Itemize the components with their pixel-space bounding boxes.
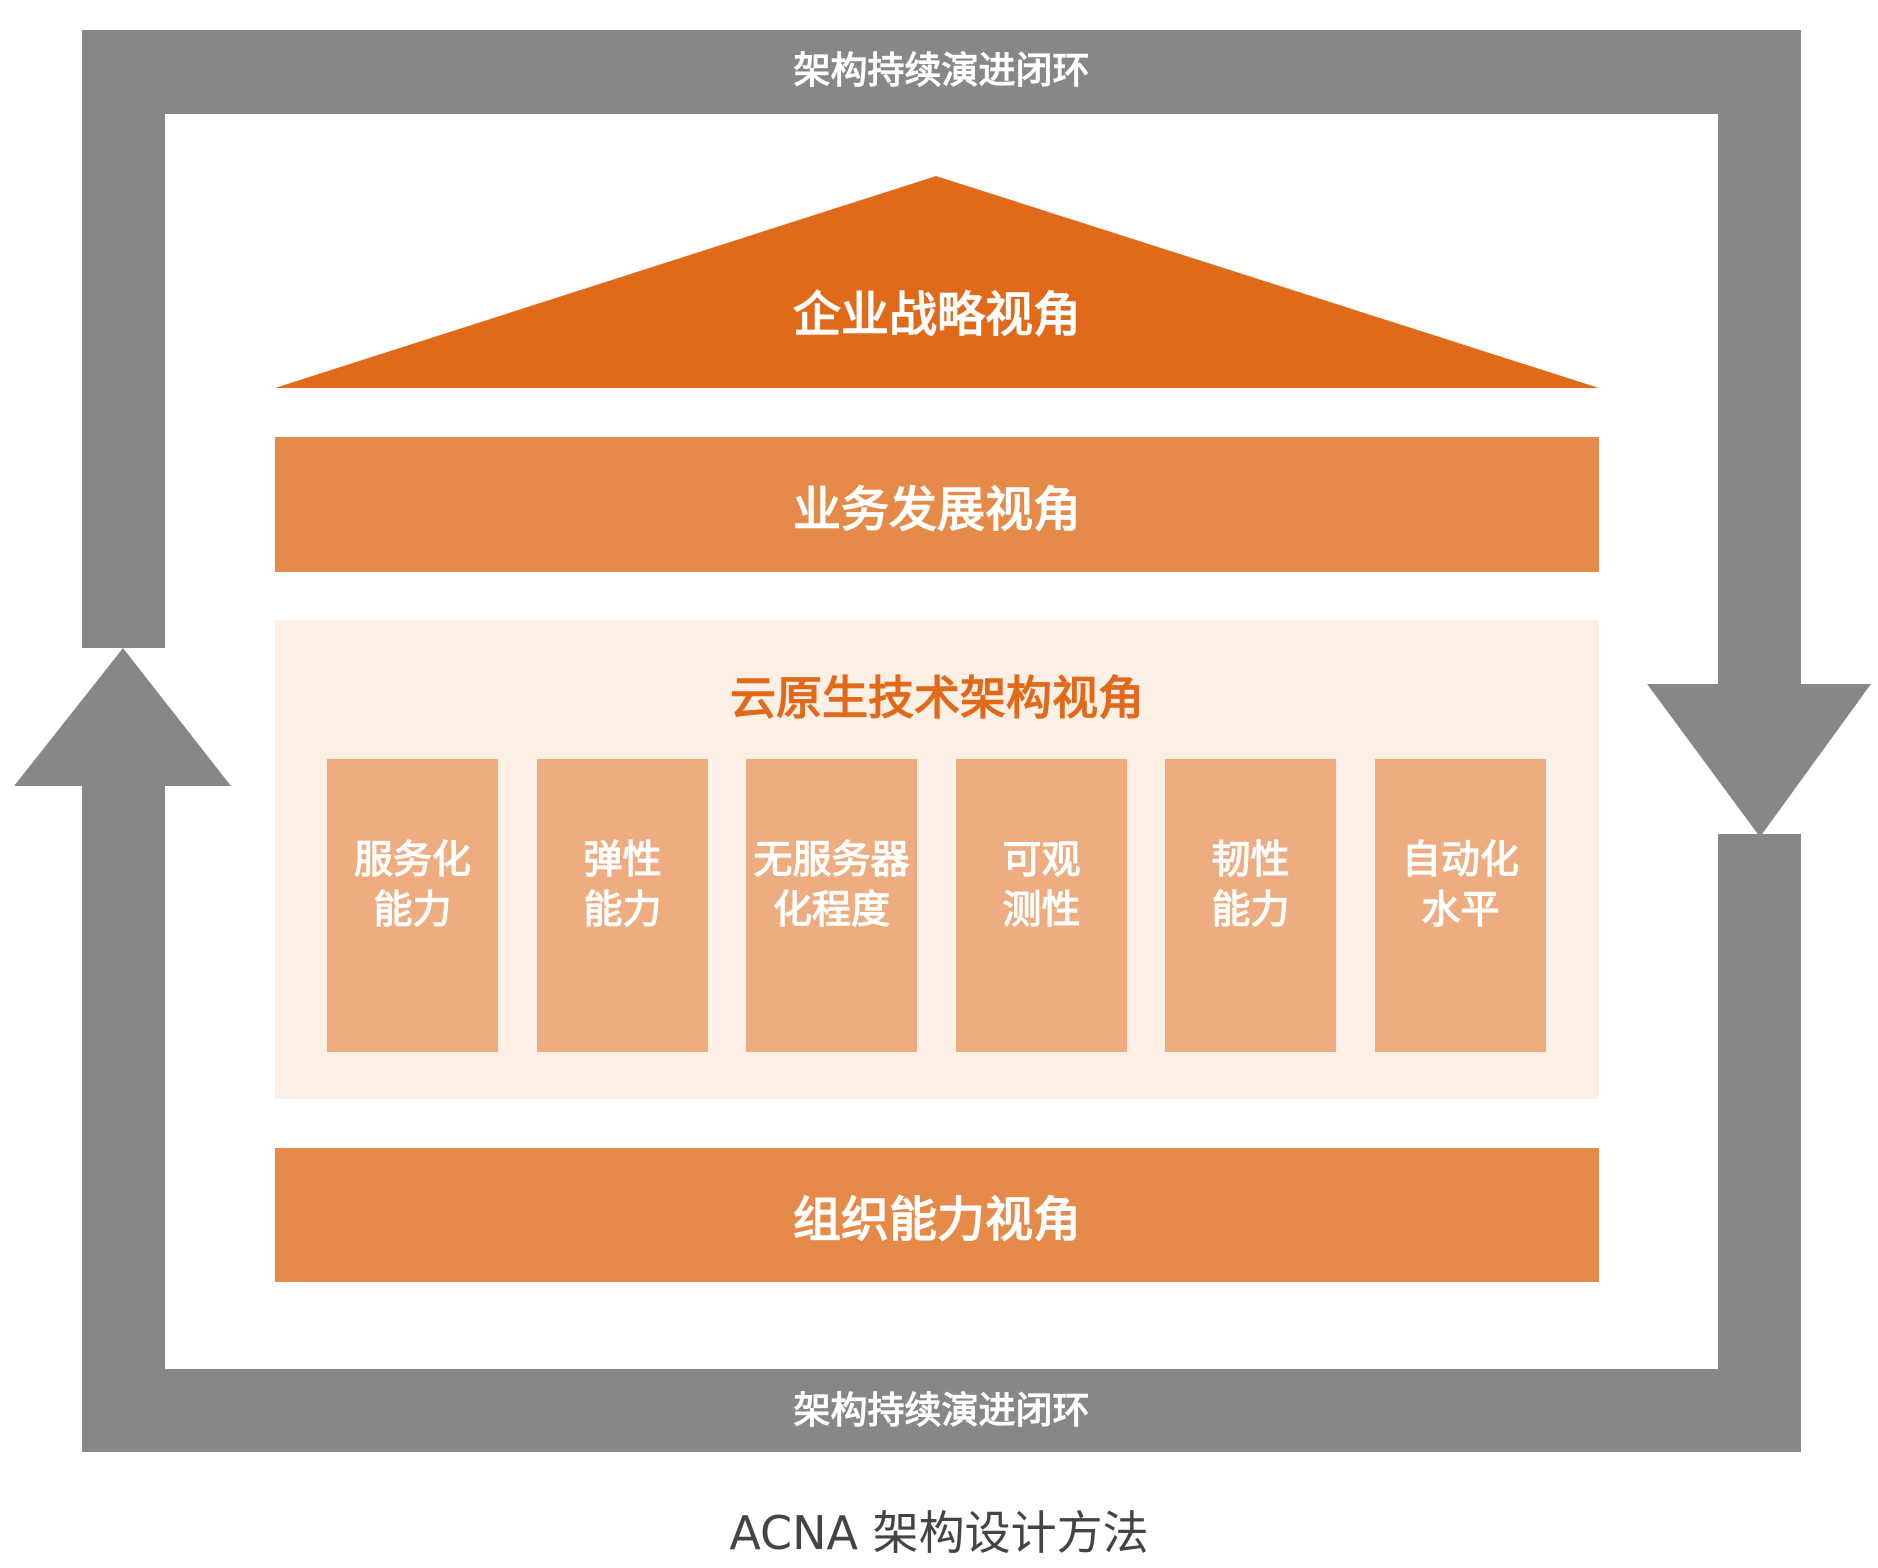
pillar-line2: 能力 [583,887,662,933]
loop-right-band-upper [1718,30,1801,684]
pillar-line1: 可观 [1002,837,1081,883]
pillar-line2: 能力 [1211,887,1290,933]
loop-bottom-band [82,1369,1801,1452]
pillar-line1: 弹性 [583,837,662,883]
down-arrow-icon [1647,684,1871,837]
pillar-resilience: 韧性 能力 [1165,759,1336,1052]
pillar-line2: 能力 [373,887,452,933]
pillar-line1: 服务化 [353,837,471,883]
pillar-observability: 可观 测性 [956,759,1127,1052]
up-arrow-icon [14,648,231,786]
pillar-automation: 自动化 水平 [1375,759,1546,1052]
pillar-line2: 测性 [1002,887,1081,933]
pillar-line1: 自动化 [1401,837,1519,883]
pillar-service: 服务化 能力 [327,759,498,1052]
figure-caption: ACNA 架构设计方法 [729,1506,1149,1560]
organization-label: 组织能力视角 [792,1192,1081,1248]
business-bar: 业务发展视角 [275,437,1599,572]
pillar-line2: 化程度 [772,887,890,933]
cloud-native-title: 云原生技术架构视角 [730,671,1144,725]
strategy-roof [275,176,1599,388]
cloud-native-panel: 云原生技术架构视角 服务化 能力 弹性 能力 无服务器 化程度 可观 测性 韧性… [275,620,1599,1099]
loop-top-band [82,30,1801,114]
pillar-elasticity: 弹性 能力 [537,759,708,1052]
loop-bottom-label: 架构持续演进闭环 [793,1389,1090,1432]
pillar-line1: 韧性 [1211,837,1290,883]
pillar-line2: 水平 [1421,887,1500,933]
loop-right-band-lower [1718,834,1801,1452]
pillar-serverless: 无服务器 化程度 [746,759,917,1052]
strategy-label: 企业战略视角 [792,287,1081,343]
loop-left-band-upper [82,30,165,648]
loop-top-label: 架构持续演进闭环 [793,49,1090,92]
business-label: 业务发展视角 [792,481,1081,538]
loop-left-band-lower [82,786,165,1452]
pillar-line1: 无服务器 [753,837,910,883]
organization-bar: 组织能力视角 [275,1148,1599,1282]
